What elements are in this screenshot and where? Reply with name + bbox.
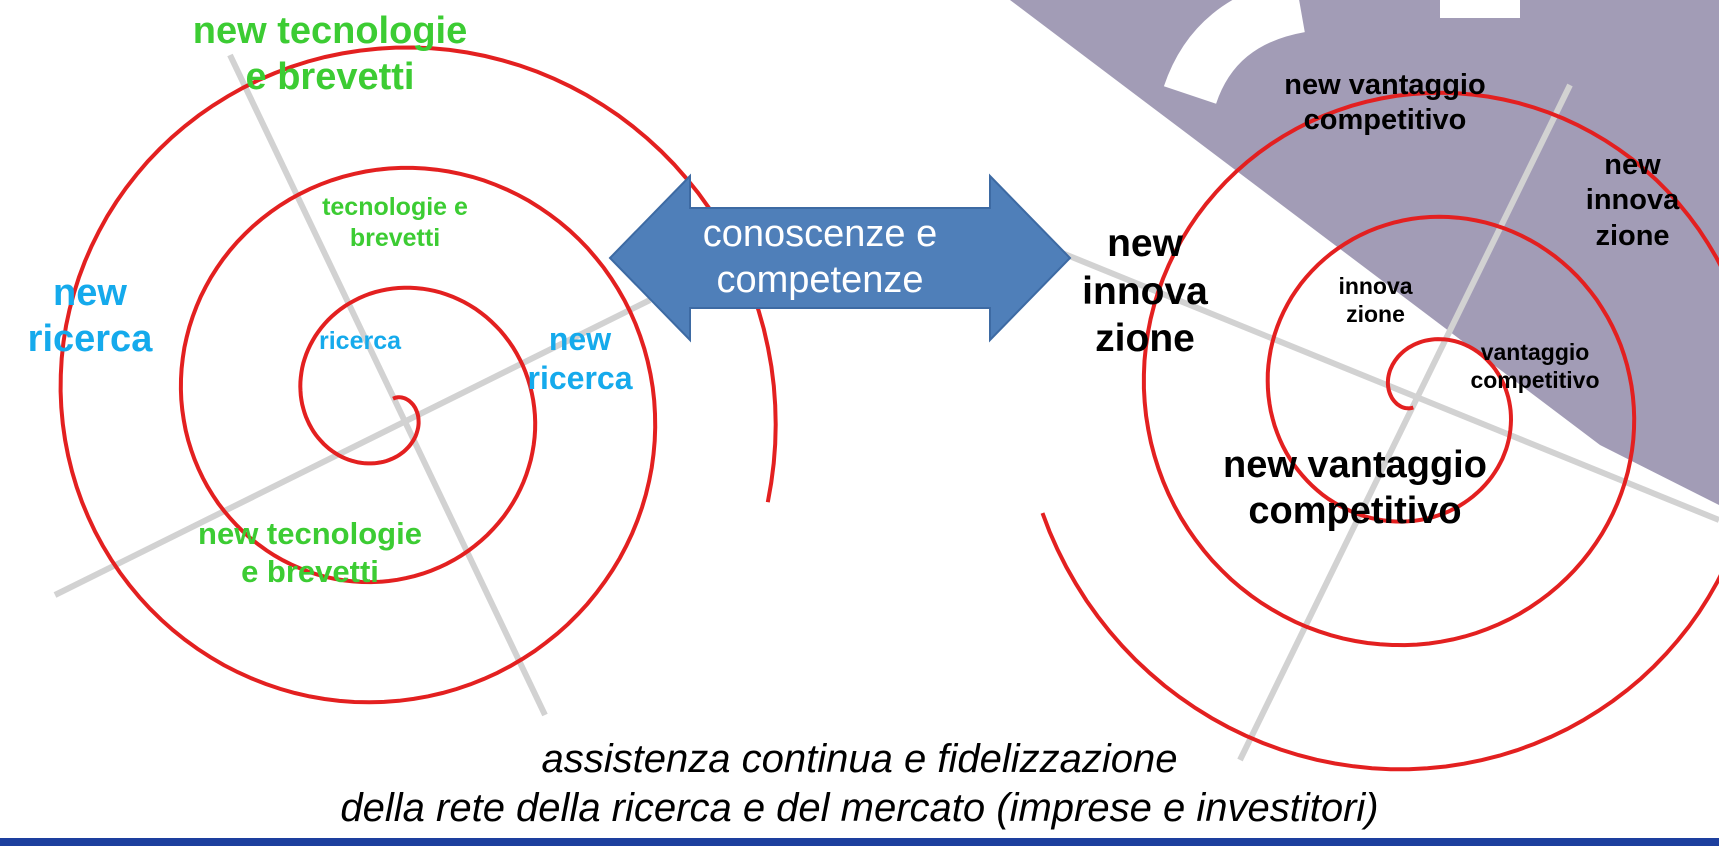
left-inner-tech-label: tecnologie e brevetti — [322, 193, 468, 252]
arrow-label-line2: competenze — [716, 258, 924, 301]
right-top-label: new vantaggio competitivo — [1284, 69, 1486, 137]
inner-innovazione-label: innova zione — [1338, 273, 1413, 328]
left-axis-horizontal — [53, 297, 652, 598]
logo-white-arc — [1163, 0, 1306, 105]
logo-shape — [1010, 0, 1719, 505]
left-inner-ricerca-label: ricerca — [318, 327, 402, 355]
left-spiral-axes — [53, 53, 652, 717]
double-arrow — [608, 173, 1072, 343]
left-outer-innovazione-label: new innova zione — [1082, 222, 1208, 361]
left-axis-diagonal — [227, 53, 548, 717]
right-axis-diagonal — [1237, 83, 1573, 762]
left-mid-ricerca-label: new ricerca — [527, 321, 633, 397]
inner-vantaggio-label: vantaggio competitivo — [1470, 339, 1600, 394]
right-spiral-axes — [1028, 83, 1719, 762]
left-outer-ricerca-label: new ricerca — [27, 272, 153, 361]
logo-white-bar — [1440, 0, 1520, 18]
arrow-label: conoscenze e competenze — [655, 212, 985, 303]
left-bottom-label: new tecnologie e brevetti — [198, 516, 422, 589]
double-arrow-shape — [608, 173, 1072, 343]
caption-line1: assistenza continua e fidelizzazione — [541, 737, 1178, 781]
bottom-bar — [0, 838, 1719, 846]
right-axis-horizontal — [1028, 237, 1719, 523]
right-bottom-label: new vantaggio competitivo — [1223, 444, 1487, 533]
left-spiral — [58, 45, 778, 705]
logo-watermark — [1010, 0, 1719, 505]
right-outer-innovazione-label: new innova zione — [1585, 149, 1680, 252]
left-top-label: new tecnologie e brevetti — [192, 10, 468, 99]
right-spiral — [1040, 90, 1719, 772]
arrow-label-line1: conoscenze e — [702, 213, 938, 255]
caption-line2: della rete della ricerca e del mercato (… — [340, 786, 1379, 830]
